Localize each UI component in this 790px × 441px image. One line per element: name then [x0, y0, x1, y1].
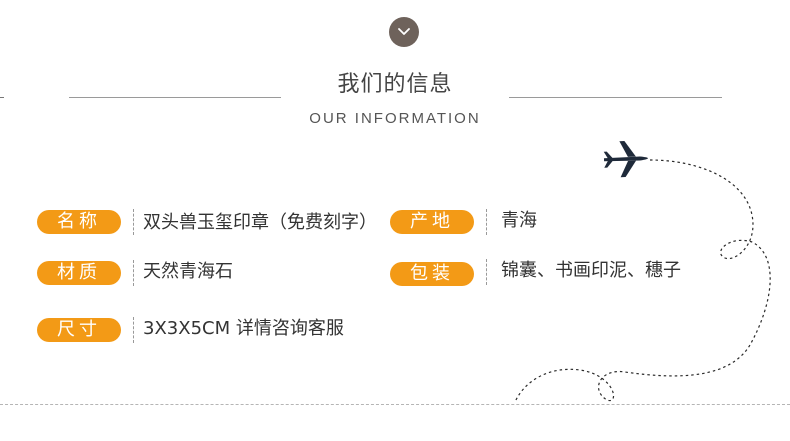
left-edge-tick	[0, 97, 4, 98]
page-subtitle: OUR INFORMATION	[309, 110, 481, 127]
chevron-down-button[interactable]	[389, 17, 419, 47]
value-material: 天然青海石	[143, 261, 233, 282]
separator	[133, 317, 134, 343]
title-line-left	[69, 97, 281, 98]
value-origin: 青海	[501, 210, 537, 231]
title-line-right	[509, 97, 722, 98]
value-name: 双头兽玉玺印章（免费刻字）	[143, 212, 377, 233]
separator	[486, 259, 487, 285]
chevron-down-icon	[398, 28, 410, 35]
label-badge-size: 尺寸	[37, 318, 121, 342]
value-size: 3X3X5CM 详情咨询客服	[143, 318, 344, 339]
label-badge-name: 名称	[37, 210, 121, 234]
label-badge-package: 包装	[390, 262, 474, 286]
airplane-icon	[603, 141, 648, 178]
label-badge-origin: 产地	[390, 210, 474, 234]
page-title: 我们的信息	[337, 72, 453, 97]
label-badge-material: 材质	[37, 261, 121, 285]
separator	[133, 209, 134, 235]
separator	[133, 260, 134, 286]
separator	[486, 209, 487, 235]
value-package: 锦囊、书画印泥、穗子	[501, 260, 681, 281]
bottom-dashed-divider	[0, 404, 790, 405]
